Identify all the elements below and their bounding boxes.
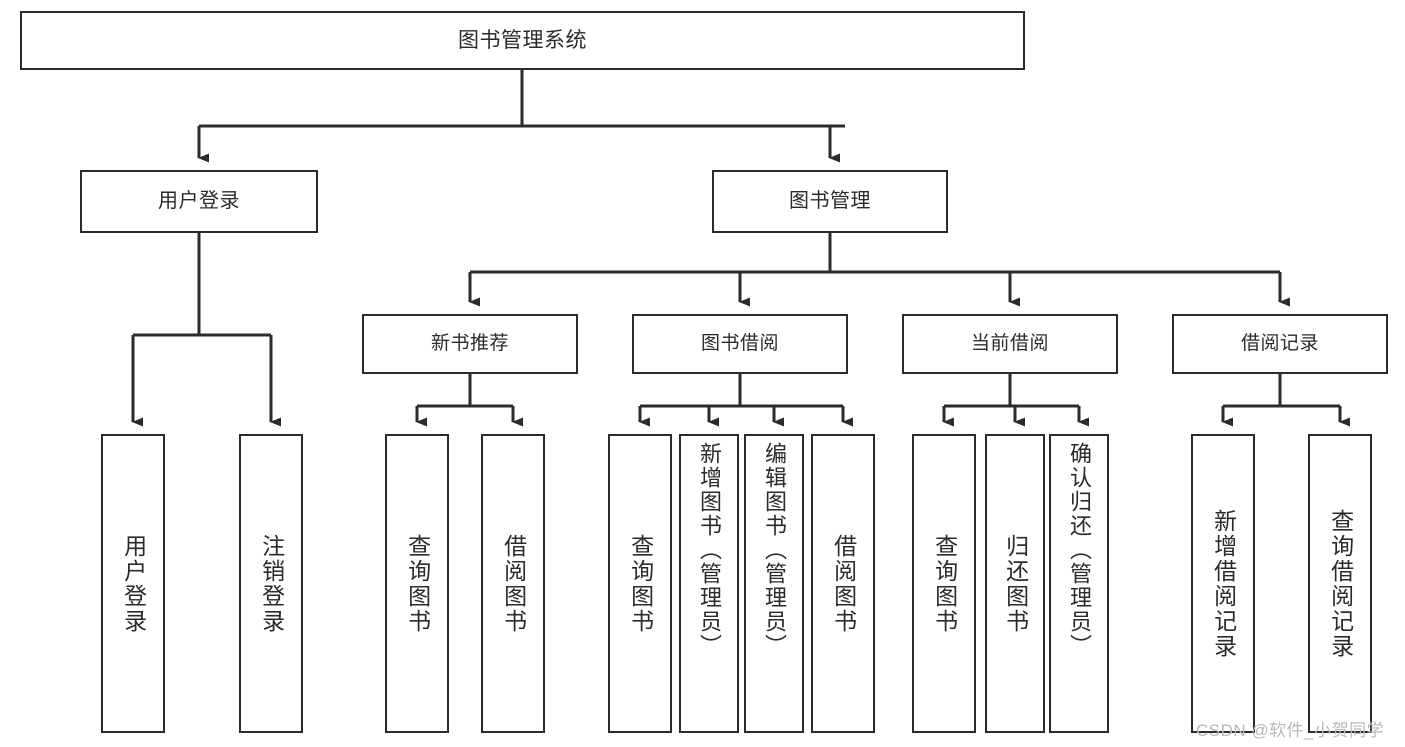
node-user-login[interactable]: 用户登录	[80, 170, 318, 233]
leaf-borrow-book-bb[interactable]: 借阅图书	[811, 434, 875, 733]
node-borrow-record[interactable]: 借阅记录	[1172, 314, 1388, 374]
node-label: 确认归还（管理员）	[1066, 442, 1092, 658]
leaf-query-borrow-record[interactable]: 查询借阅记录	[1308, 434, 1372, 733]
node-label: 查询借阅记录	[1327, 508, 1354, 659]
leaf-borrow-book-nb[interactable]: 借阅图书	[481, 434, 545, 733]
node-label: 查询图书	[627, 533, 654, 634]
leaf-logout[interactable]: 注销登录	[239, 434, 303, 733]
leaf-add-borrow-record[interactable]: 新增借阅记录	[1191, 434, 1255, 733]
node-book-management[interactable]: 图书管理	[712, 170, 948, 233]
leaf-return-book[interactable]: 归还图书	[985, 434, 1045, 733]
node-label: 新增借阅记录	[1210, 508, 1237, 659]
node-label: 图书管理	[789, 190, 871, 213]
node-label: 图书管理系统	[458, 28, 587, 52]
node-label: 查询图书	[404, 533, 431, 634]
node-label: 借阅记录	[1240, 333, 1319, 355]
node-book-borrow[interactable]: 图书借阅	[632, 314, 848, 374]
leaf-query-book-bb[interactable]: 查询图书	[608, 434, 672, 733]
node-label: 用户登录	[158, 190, 240, 213]
node-label: 当前借阅	[970, 333, 1049, 355]
leaf-add-book-admin[interactable]: 新增图书（管理员）	[679, 434, 739, 733]
leaf-edit-book-admin[interactable]: 编辑图书（管理员）	[744, 434, 804, 733]
node-label: 归还图书	[1002, 533, 1029, 634]
node-label: 新书推荐	[430, 333, 509, 355]
leaf-query-book-cb[interactable]: 查询图书	[912, 434, 976, 733]
node-label: 注销登录	[258, 533, 285, 634]
leaf-query-book-nb[interactable]: 查询图书	[385, 434, 449, 733]
watermark-text: CSDN @软件_小贺同学	[1196, 721, 1385, 740]
node-label: 用户登录	[120, 533, 147, 634]
node-label: 编辑图书（管理员）	[761, 442, 787, 658]
node-new-book-recommend[interactable]: 新书推荐	[362, 314, 578, 374]
node-root-system[interactable]: 图书管理系统	[20, 11, 1025, 70]
node-label: 图书借阅	[700, 333, 779, 355]
leaf-confirm-return-admin[interactable]: 确认归还（管理员）	[1049, 434, 1109, 733]
node-current-borrow[interactable]: 当前借阅	[902, 314, 1118, 374]
node-label: 新增图书（管理员）	[696, 442, 722, 658]
leaf-user-login[interactable]: 用户登录	[101, 434, 165, 733]
node-label: 查询图书	[931, 533, 958, 634]
node-label: 借阅图书	[500, 533, 527, 634]
node-label: 借阅图书	[830, 533, 857, 634]
